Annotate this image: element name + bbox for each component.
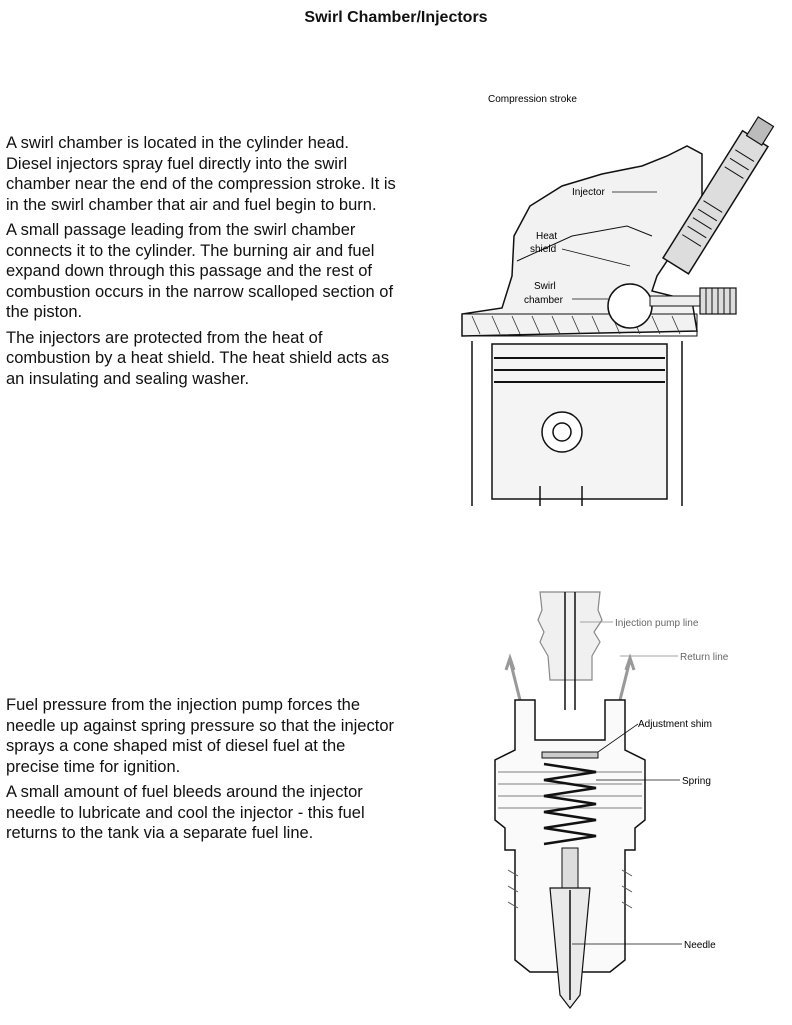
paragraph: A small passage leading from the swirl c…	[6, 221, 394, 321]
injector-body	[661, 116, 775, 275]
thread-lines	[507, 869, 633, 909]
inlet-fitting	[537, 591, 603, 681]
injector-body	[494, 699, 646, 973]
paragraph: The injectors are protected from the hea…	[6, 328, 390, 388]
swirl-chamber-label: chamber	[524, 295, 564, 306]
glow-plug	[649, 287, 737, 315]
heat-shield-label: shield	[530, 244, 556, 255]
swirl-chamber-label: Swirl	[534, 281, 556, 292]
return-arrow-icon	[504, 653, 522, 701]
figure-caption: Compression stroke	[488, 94, 577, 105]
compression-stroke-diagram: Compression stroke Inj	[452, 86, 792, 506]
return-arrow-icon	[618, 653, 636, 701]
swirl-chamber	[607, 283, 653, 329]
injection-pump-line-label: Injection pump line	[615, 618, 699, 629]
paragraph: A swirl chamber is located in the cylind…	[6, 134, 396, 214]
paragraph: Fuel pressure from the injection pump fo…	[6, 696, 394, 776]
leader-line	[597, 723, 639, 753]
return-line-label: Return line	[680, 652, 729, 663]
injector-cross-section-illustration: Injection pump line Return line Adjustme…	[494, 591, 729, 1009]
fuel-passage	[564, 592, 576, 710]
cylinder-head	[461, 145, 703, 337]
spring	[541, 751, 599, 846]
spring-label: Spring	[682, 776, 711, 787]
compression-stroke-illustration: Compression stroke Inj	[461, 94, 775, 506]
leader-line	[561, 248, 631, 267]
water-jacket-line	[516, 225, 653, 262]
swirl-chamber-description: A swirl chamber is located in the cylind…	[6, 133, 398, 394]
heat-shield-label: Heat	[536, 231, 557, 242]
needle	[549, 847, 591, 1009]
head-gasket-section	[461, 313, 698, 337]
needle-label: Needle	[684, 940, 716, 951]
injector-cross-section-diagram: Injection pump line Return line Adjustme…	[470, 580, 792, 1020]
adjustment-shim-label: Adjustment shim	[638, 719, 712, 730]
injector-description: Fuel pressure from the injection pump fo…	[6, 695, 398, 849]
piston	[471, 341, 683, 506]
page-title: Swirl Chamber/Injectors	[304, 9, 488, 26]
injector-label: Injector	[572, 187, 605, 198]
paragraph: A small amount of fuel bleeds around the…	[6, 783, 365, 842]
